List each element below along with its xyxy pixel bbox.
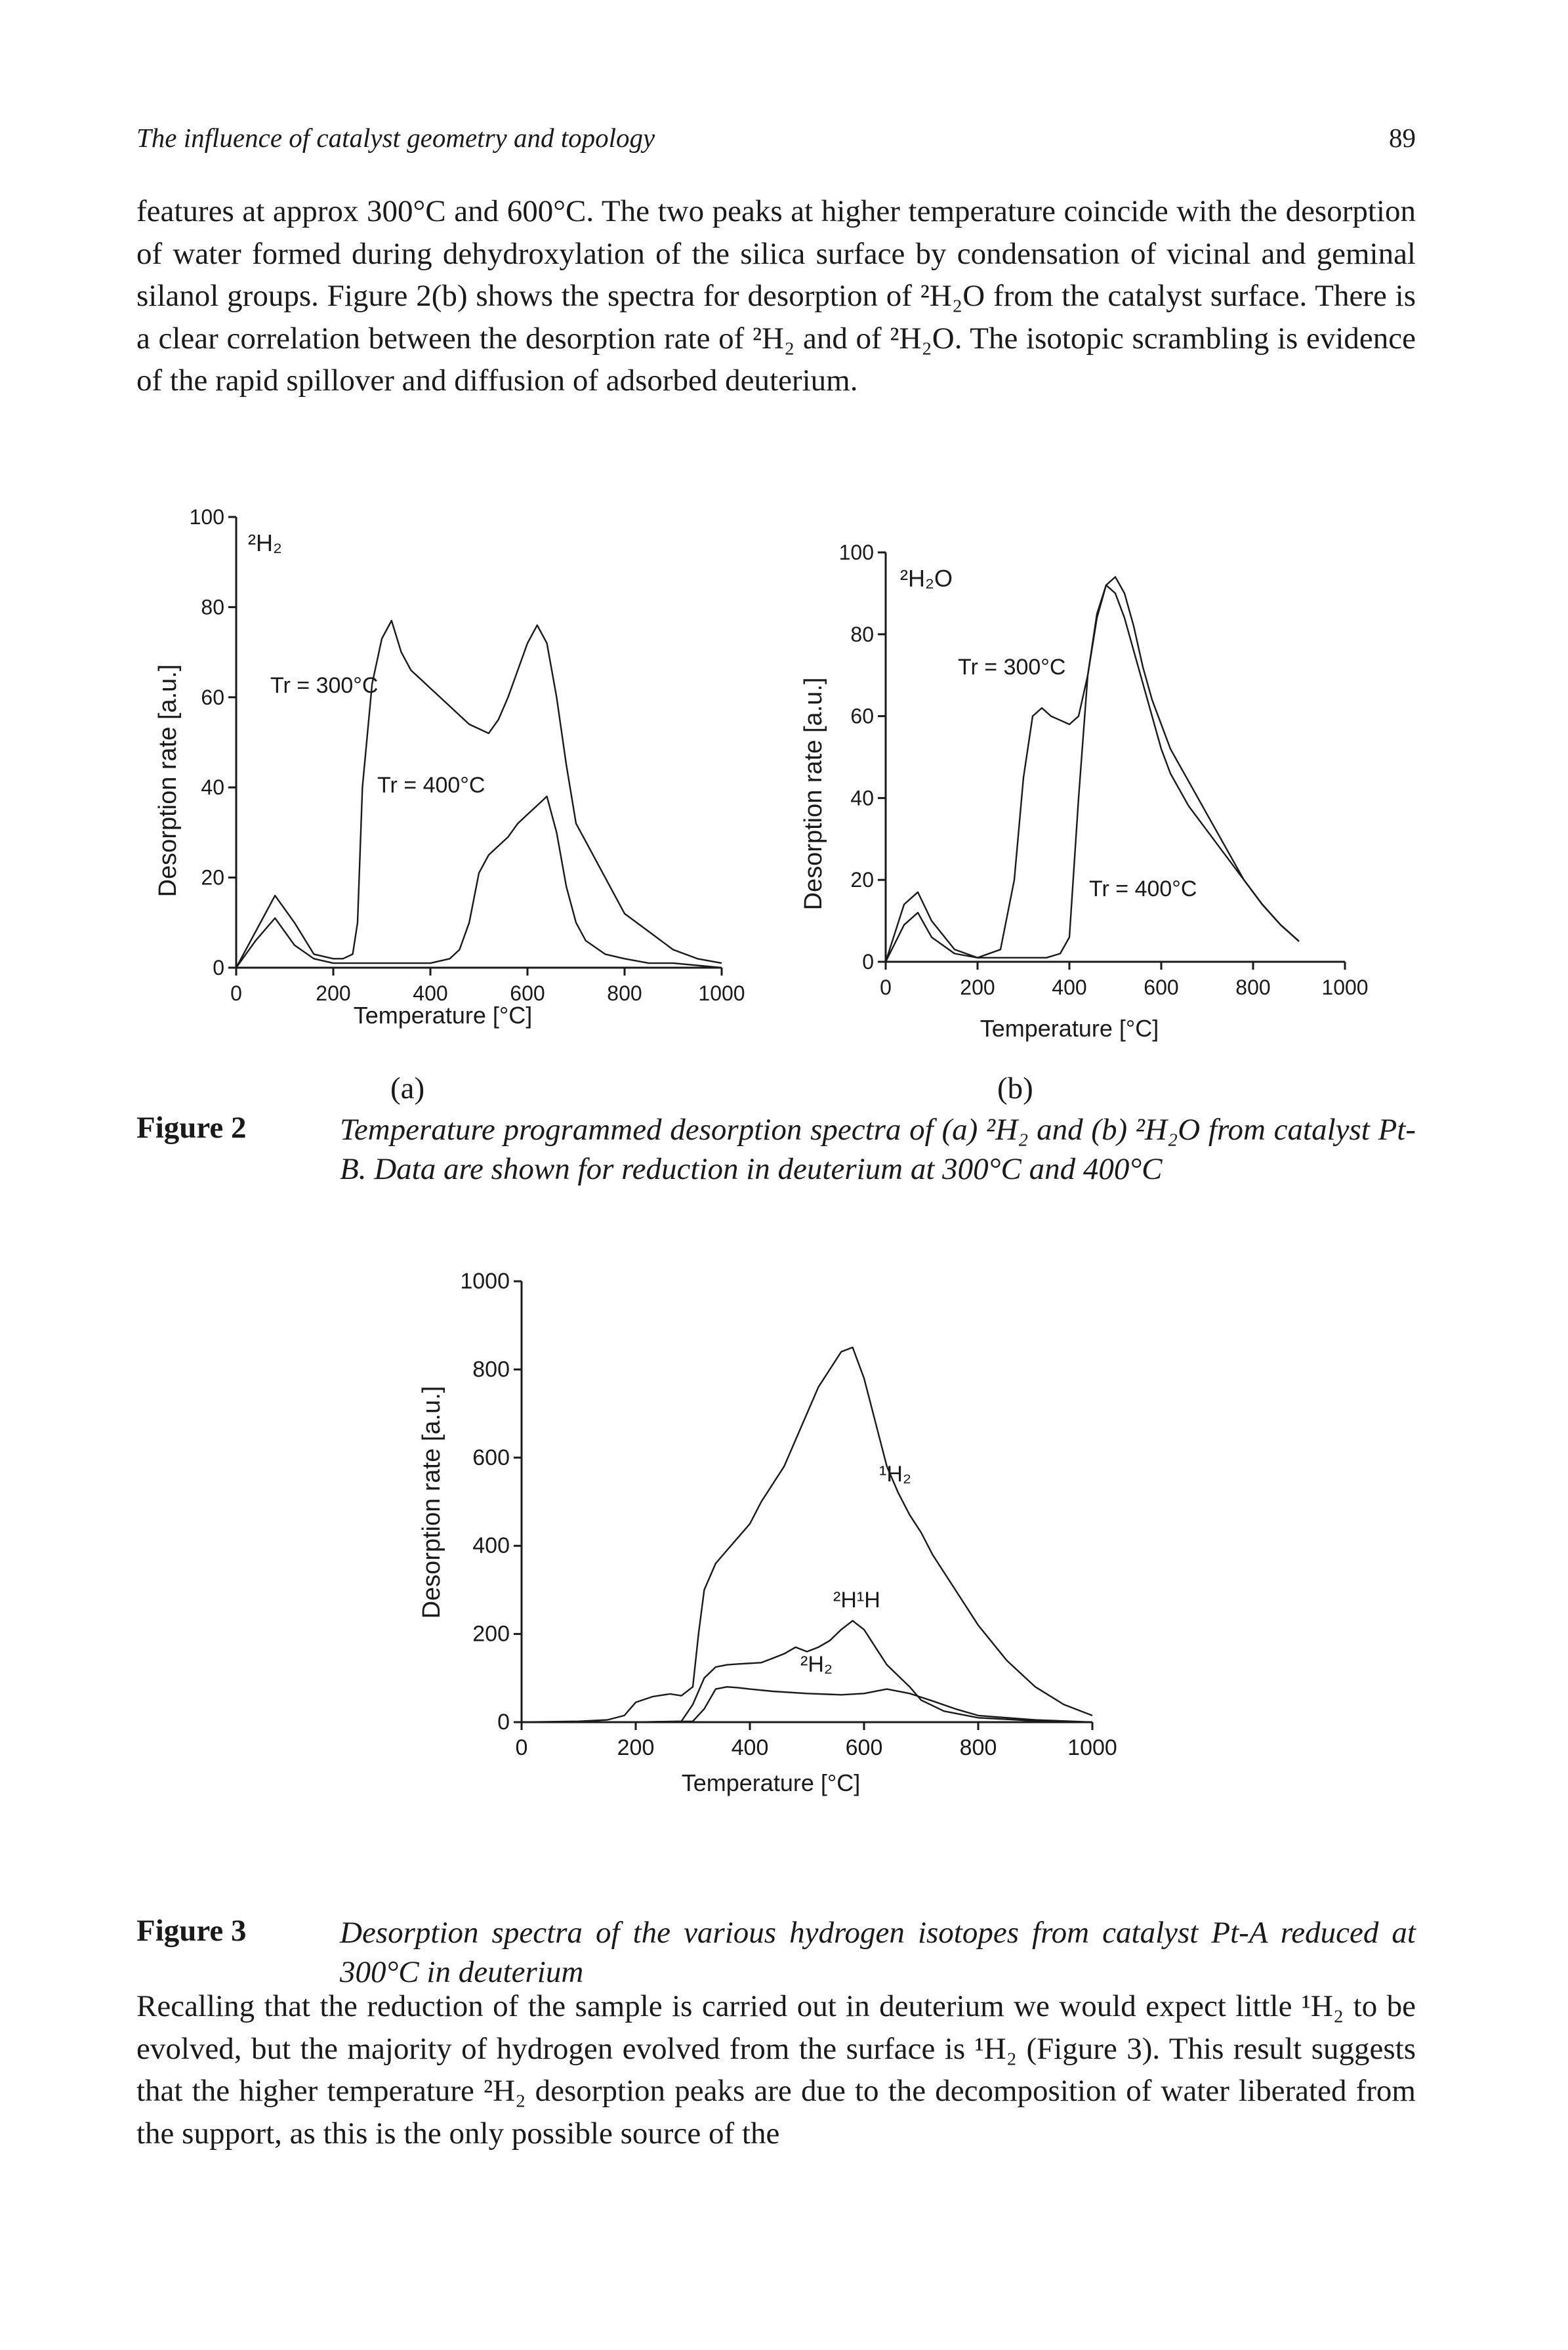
x-tick-label: 1000 (1067, 1735, 1117, 1760)
x-tick-label: 600 (846, 1735, 883, 1760)
series-line-1 (884, 576, 1300, 962)
y-tick-label: 100 (839, 541, 874, 564)
x-tick-label: 0 (230, 981, 242, 1005)
panel-a-label: (a) (390, 1071, 425, 1105)
x-axis-label: Temperature [°C] (682, 1769, 861, 1796)
x-tick-label: 400 (413, 981, 447, 1005)
figure-2-label: Figure 2 (136, 1111, 247, 1145)
x-axis-label: Temperature [°C] (980, 1015, 1159, 1042)
x-tick-label: 200 (617, 1735, 655, 1760)
h2-annotation: ¹H₂ (879, 1462, 911, 1487)
page-header: The influence of catalyst geometry and t… (136, 122, 1416, 155)
paragraph-recalling: Recalling that the reduction of the samp… (136, 1989, 1416, 2151)
y-tick-label: 80 (850, 623, 874, 646)
tr300-annotation: Tr = 300°C (270, 673, 378, 698)
x-tick-label: 800 (1235, 976, 1270, 999)
h2h1-annotation: ²H¹H (833, 1588, 880, 1613)
y-axis-label: Desorption rate [a.u.] (800, 678, 827, 911)
y-tick-label: 20 (201, 866, 224, 890)
y-tick-label: 80 (201, 595, 224, 619)
series-line-1 (236, 795, 722, 969)
y-tick-label: 400 (472, 1533, 510, 1558)
x-tick-label: 800 (607, 981, 642, 1005)
y-tick-label: 800 (472, 1357, 510, 1382)
x-axis-label: Temperature [°C] (354, 1002, 533, 1029)
series-line-0 (235, 619, 722, 968)
x-tick-label: 200 (316, 981, 350, 1005)
tr400-annotation: Tr = 400°C (377, 773, 485, 798)
y-tick-label: 0 (862, 950, 874, 974)
d2-annotation: ²H₂ (800, 1652, 833, 1677)
series-annotation: ²H₂O (900, 565, 953, 592)
tr400-annotation: Tr = 400°C (1089, 876, 1197, 901)
y-tick-label: 1000 (460, 1269, 510, 1294)
x-tick-label: 600 (1144, 976, 1178, 999)
figure-2a-chart: Desorption rate [a.u.] Temperature [°C] … (154, 505, 745, 1029)
x-tick-label: 400 (1052, 976, 1086, 999)
panel-b-label: (b) (997, 1071, 1033, 1105)
x-tick-label: 400 (732, 1735, 769, 1760)
y-axis-label: Desorption rate [a.u.] (154, 665, 182, 897)
y-tick-label: 200 (472, 1622, 510, 1647)
x-tick-label: 800 (960, 1735, 997, 1760)
y-tick-label: 40 (201, 775, 224, 799)
tr300-annotation: Tr = 300°C (958, 655, 1065, 680)
figure-3-label: Figure 3 (136, 1914, 247, 1948)
series-line-1 (522, 1620, 1093, 1723)
x-tick-label: 1000 (698, 981, 745, 1005)
y-tick-label: 0 (213, 956, 224, 979)
y-tick-label: 100 (190, 505, 224, 529)
x-tick-label: 200 (960, 976, 995, 999)
y-tick-label: 60 (850, 705, 874, 728)
y-tick-label: 20 (850, 868, 874, 892)
y-tick-label: 600 (472, 1445, 510, 1470)
page-number: 89 (1389, 123, 1416, 153)
paragraph-intro: features at approx 300°C and 600°C. The … (136, 194, 1416, 398)
figure-3-caption: Desorption spectra of the various hydrog… (340, 1916, 1416, 1989)
series-line-2 (522, 1686, 1093, 1723)
series-annotation: ²H₂ (248, 529, 282, 556)
y-tick-label: 40 (850, 786, 874, 810)
x-tick-label: 0 (516, 1735, 528, 1760)
running-title: The influence of catalyst geometry and t… (136, 123, 655, 153)
x-tick-label: 600 (510, 981, 545, 1005)
figure-3-chart: Desorption rate [a.u.] Temperature [°C] … (418, 1269, 1117, 1796)
x-tick-label: 0 (880, 976, 892, 999)
x-tick-label: 1000 (1321, 976, 1368, 999)
figure-2-caption: Temperature programmed desorption spectr… (340, 1113, 1416, 1186)
figure-2b-chart: Desorption rate [a.u.] Temperature [°C] … (800, 541, 1369, 1042)
series-line-0 (521, 1346, 1093, 1723)
y-tick-label: 0 (497, 1710, 510, 1735)
y-tick-label: 60 (201, 686, 224, 709)
y-axis-label: Desorption rate [a.u.] (418, 1386, 445, 1619)
